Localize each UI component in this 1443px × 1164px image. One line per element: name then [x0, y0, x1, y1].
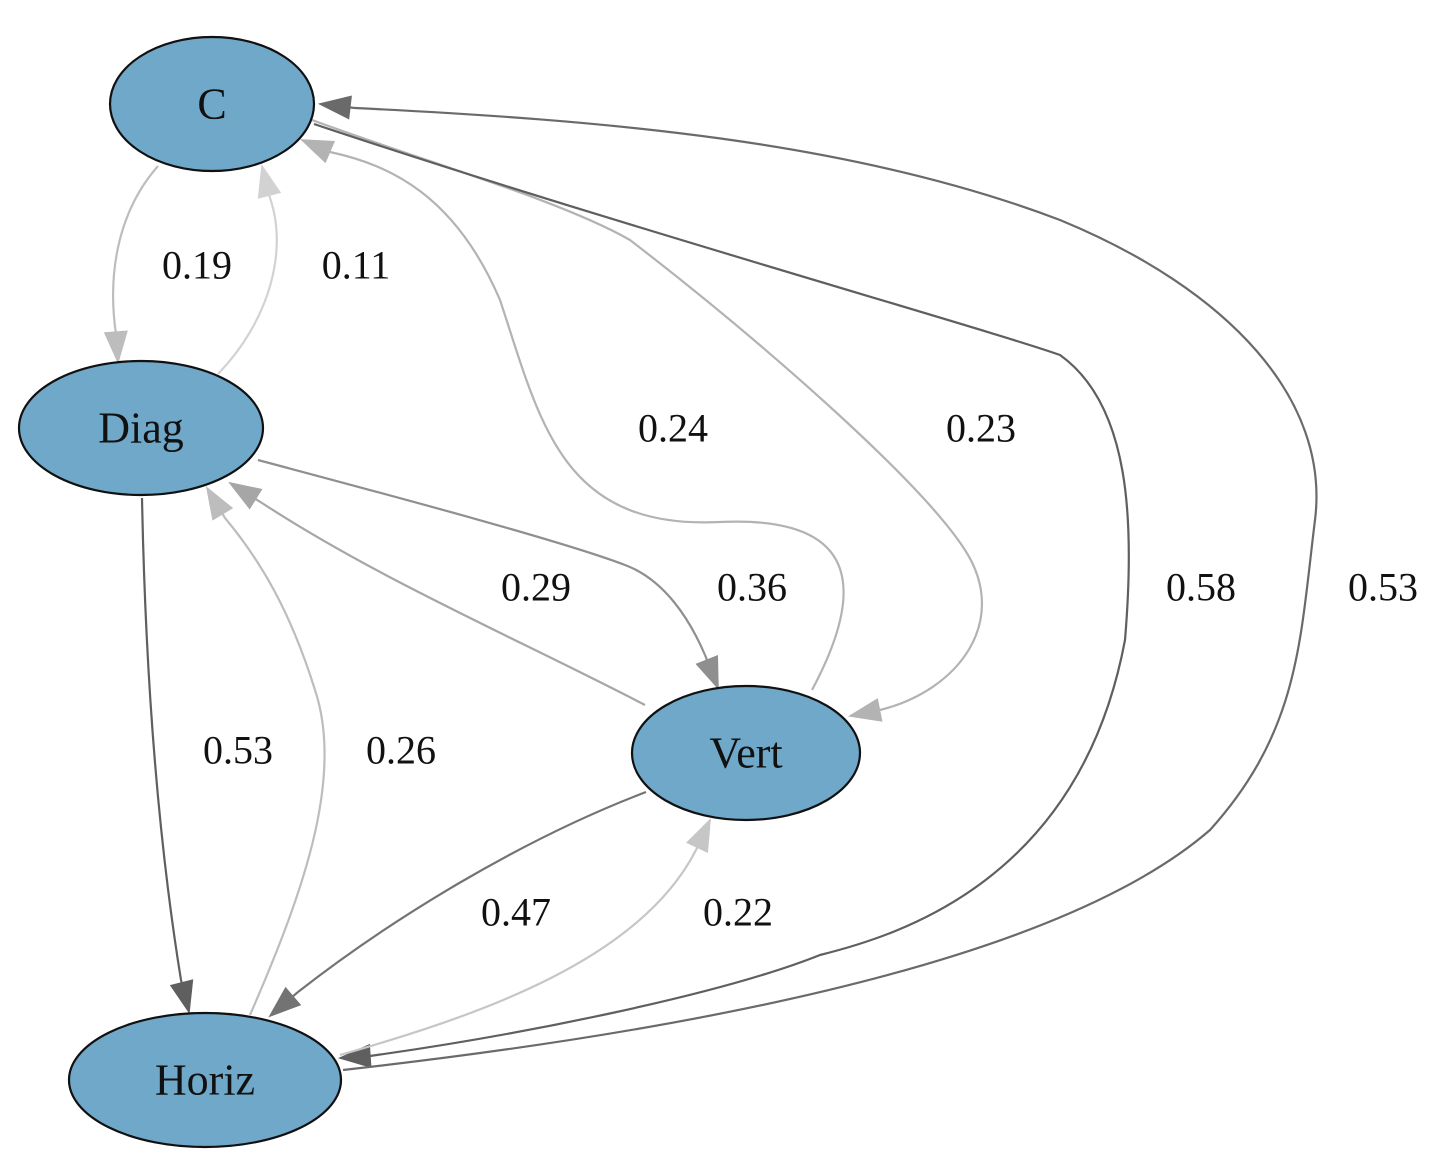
- edge-horiz-diag: [205, 486, 326, 1016]
- edge-line-c-horiz: [313, 122, 1130, 1058]
- edge-label-c-horiz: 0.58: [1166, 565, 1236, 610]
- arrowhead-c-vert: [847, 698, 883, 722]
- arrowhead-horiz-diag: [205, 486, 234, 521]
- node-c[interactable]: C: [108, 35, 316, 173]
- node-shape-c: [108, 35, 316, 173]
- edge-label-vert-diag: 0.36: [717, 565, 787, 610]
- edge-c-diag: [103, 165, 159, 365]
- node-label-c: C: [197, 80, 226, 129]
- edge-label-diag-c: 0.11: [322, 243, 391, 288]
- edge-line-c-diag: [112, 165, 159, 335]
- node-diag[interactable]: Diag: [17, 359, 265, 497]
- edge-line-horiz-diag: [224, 517, 326, 1016]
- arrowhead-horiz-c: [317, 95, 352, 120]
- edge-line-diag-vert: [257, 458, 707, 656]
- edge-line-vert-c: [329, 150, 845, 691]
- edge-diag-vert: [257, 458, 719, 691]
- edge-line-vert-horiz: [297, 790, 647, 993]
- edge-diag-c: [217, 163, 282, 375]
- edge-connector-diag-vert: [703, 654, 709, 661]
- node-shape-diag: [17, 359, 265, 497]
- edge-horiz-c: [317, 95, 1318, 1072]
- edge-connector-vert-horiz: [292, 991, 299, 998]
- edge-diag-horiz: [140, 497, 194, 1015]
- edge-horiz-vert: [339, 818, 711, 1057]
- edge-connector-vert-diag: [254, 497, 263, 504]
- node-horiz[interactable]: Horiz: [67, 1011, 343, 1149]
- arrowhead-vert-horiz: [268, 986, 302, 1018]
- arrowhead-diag-c: [257, 163, 282, 199]
- edge-line-diag-c: [217, 197, 278, 375]
- edge-connector-horiz-c: [349, 106, 356, 110]
- edge-line-horiz-c: [342, 106, 1318, 1072]
- edge-vert-c: [299, 139, 845, 691]
- edge-label-horiz-vert: 0.22: [703, 890, 773, 935]
- edge-label-c-vert: 0.23: [946, 406, 1016, 451]
- node-shape-horiz: [67, 1011, 343, 1149]
- edge-label-horiz-diag: 0.26: [366, 728, 436, 773]
- edge-label-vert-horiz: 0.47: [481, 890, 551, 935]
- edge-line-diag-horiz: [140, 497, 183, 981]
- edge-vert-horiz: [268, 790, 647, 1018]
- edge-label-c-diag: 0.19: [162, 243, 232, 288]
- edge-label-horiz-c: 0.53: [1348, 565, 1418, 610]
- edge-line-horiz-vert: [339, 849, 697, 1057]
- arrowhead-vert-diag: [228, 481, 263, 510]
- arrowhead-diag-vert: [695, 654, 719, 691]
- edge-connector-horiz-diag: [221, 513, 226, 519]
- edge-label-diag-horiz: 0.53: [203, 728, 273, 773]
- edges: [103, 95, 1318, 1072]
- arrowhead-c-diag: [103, 330, 128, 365]
- edge-labels: 0.19 0.11 0.24 0.23 0.58 0.53 0.29 0.36 0.53 0.26…: [162, 243, 1418, 935]
- node-label-diag: Diag: [98, 404, 184, 453]
- arrowhead-vert-c: [299, 139, 336, 164]
- edge-line-vert-diag: [261, 502, 646, 706]
- node-label-vert: Vert: [709, 729, 782, 778]
- edge-label-diag-vert: 0.29: [501, 565, 571, 610]
- arrowhead-horiz-vert: [686, 818, 711, 853]
- arrowhead-diag-horiz: [169, 979, 194, 1015]
- edge-label-vert-c: 0.24: [638, 406, 708, 451]
- node-label-horiz: Horiz: [155, 1056, 255, 1105]
- edge-vert-diag: [228, 481, 646, 706]
- node-vert[interactable]: Vert: [630, 684, 862, 822]
- node-shape-vert: [630, 684, 862, 822]
